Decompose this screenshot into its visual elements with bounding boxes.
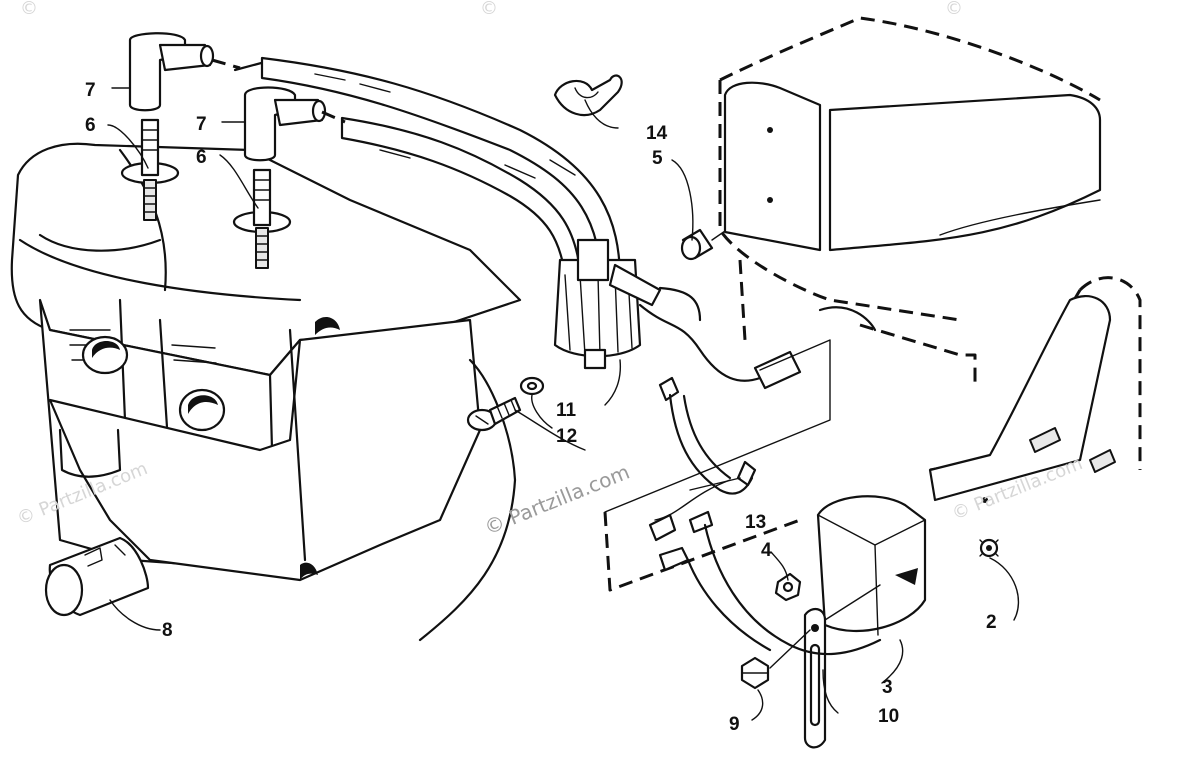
callout-14: 14 <box>646 123 668 144</box>
nut-4 <box>774 572 802 602</box>
watermark-top-right: © <box>945 0 963 19</box>
leader-lines <box>107 87 1020 721</box>
spark-plug-right <box>232 168 292 269</box>
boot-sleeve <box>44 536 150 617</box>
mounting-strap <box>769 584 881 749</box>
callout-6-right: 6 <box>196 147 207 168</box>
callout-11: 11 <box>556 400 577 421</box>
callout-10: 10 <box>878 706 899 727</box>
spark-plug-cap-left <box>128 32 215 112</box>
callout-7-left: 7 <box>85 80 96 101</box>
watermark-top-left: © <box>20 0 38 19</box>
cdi-box <box>816 495 927 636</box>
callout-9: 9 <box>729 714 740 735</box>
hood-enclosure <box>718 16 1102 385</box>
watermark-top-center: © <box>480 0 498 19</box>
lock-washer-2 <box>979 538 999 558</box>
frame-bracket <box>928 276 1142 503</box>
callout-labels: 7 6 7 6 14 5 11 12 13 4 2 3 10 9 8 <box>85 80 997 735</box>
washer <box>519 376 545 396</box>
callout-13: 13 <box>745 512 766 533</box>
spark-plug-left <box>120 118 180 221</box>
acorn-nut-9 <box>740 656 770 690</box>
callout-7-right: 7 <box>196 114 207 135</box>
ignition-coil <box>553 238 802 390</box>
spark-plug-cap-right <box>243 86 327 162</box>
watermark-center: © Partzilla.com <box>481 460 633 540</box>
engine-block <box>10 142 522 642</box>
wire-harness <box>603 339 882 656</box>
callout-6-left: 6 <box>85 115 96 136</box>
callout-12: 12 <box>556 426 577 447</box>
wire-clip <box>553 74 623 117</box>
callout-3: 3 <box>882 677 893 698</box>
callout-5: 5 <box>652 148 663 169</box>
callout-2: 2 <box>986 612 997 633</box>
callout-8: 8 <box>162 620 173 641</box>
screw <box>466 396 522 432</box>
callout-4: 4 <box>761 540 772 561</box>
